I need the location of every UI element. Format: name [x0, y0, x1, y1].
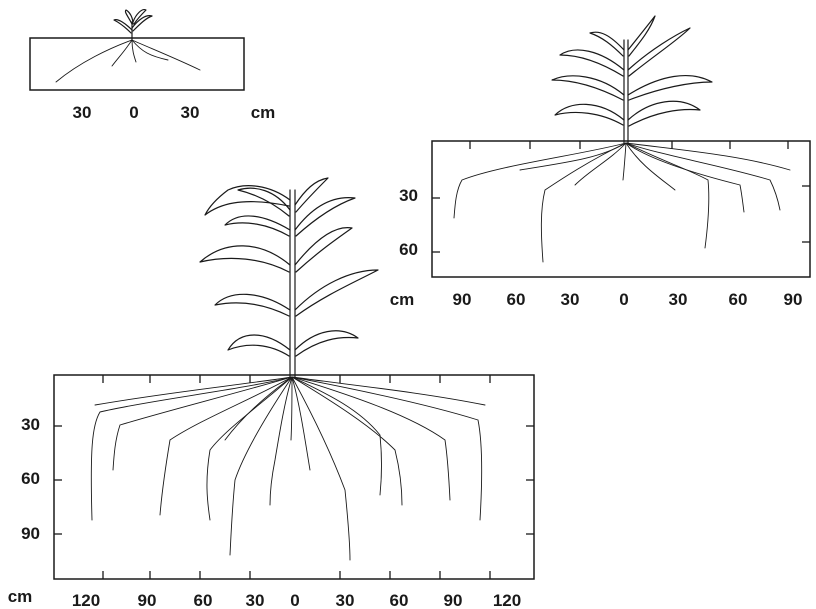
medium-soil-box: [432, 141, 810, 277]
medium-y-tick-label: 60: [399, 240, 418, 259]
large-roots: [91, 377, 485, 560]
small-plant-panel: 30 0 30 cm: [30, 10, 275, 122]
medium-x-tick-label: 30: [669, 290, 688, 309]
medium-x-tick-label: 0: [619, 290, 628, 309]
large-x-tick-label: 120: [493, 591, 521, 609]
medium-shoot: [552, 16, 712, 143]
large-y-tick-label: 60: [21, 469, 40, 488]
large-y-tick-label: 90: [21, 524, 40, 543]
large-x-tick-label: 90: [444, 591, 463, 609]
large-x-tick-label: 30: [246, 591, 265, 609]
medium-y-axis: 30 60: [399, 186, 810, 259]
medium-plant-panel: 90 60 30 0 30 60 90 cm 30 60: [390, 16, 810, 309]
medium-y-tick-label: 30: [399, 186, 418, 205]
small-x-unit-label: cm: [251, 103, 276, 122]
medium-roots: [454, 143, 790, 262]
large-plant-panel: 120 90 60 30 0 30 60 90 120 cm 30 60 90: [8, 178, 534, 609]
medium-x-tick-label: 60: [729, 290, 748, 309]
large-y-tick-label: 30: [21, 415, 40, 434]
medium-x-tick-label: 90: [453, 290, 472, 309]
large-x-tick-label: 30: [336, 591, 355, 609]
large-x-tick-label: 90: [138, 591, 157, 609]
small-x-tick-label: 0: [129, 103, 138, 122]
large-x-tick-label: 60: [390, 591, 409, 609]
large-x-tick-label: 120: [72, 591, 100, 609]
medium-x-tick-label: 30: [561, 290, 580, 309]
small-shoot: [114, 10, 152, 40]
large-x-unit-label: cm: [8, 587, 33, 606]
small-x-tick-label: 30: [181, 103, 200, 122]
medium-x-unit-label: cm: [390, 290, 415, 309]
medium-x-tick-label: 90: [784, 290, 803, 309]
small-roots: [56, 40, 200, 82]
large-x-tick-label: 0: [290, 591, 299, 609]
large-y-axis: 30 60 90: [21, 415, 534, 543]
small-x-tick-label: 30: [73, 103, 92, 122]
small-x-axis: 30 0 30 cm: [73, 103, 276, 122]
medium-x-tick-label: 60: [507, 290, 526, 309]
large-x-tick-label: 60: [194, 591, 213, 609]
medium-x-axis: 90 60 30 0 30 60 90 cm: [390, 141, 803, 309]
large-soil-box: [54, 375, 534, 579]
large-shoot: [200, 178, 378, 377]
